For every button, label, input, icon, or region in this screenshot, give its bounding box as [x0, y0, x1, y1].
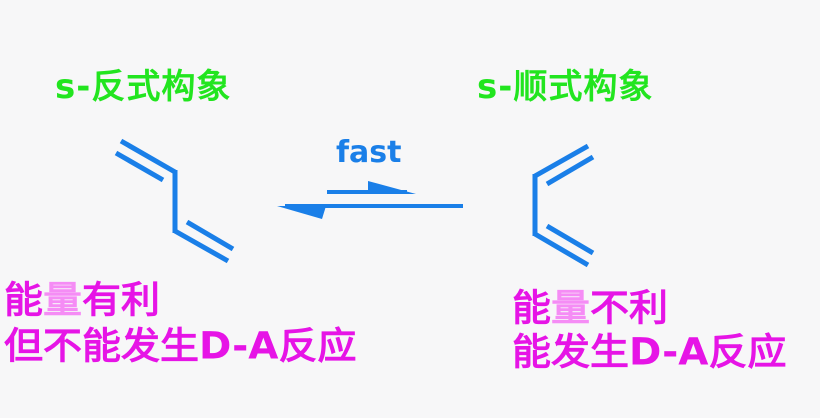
s-trans-title: s-反式构象 [55, 67, 232, 107]
bond [533, 231, 590, 268]
note-text: 不利 [590, 287, 669, 330]
note-text: 能 [512, 287, 552, 330]
bond [119, 138, 177, 175]
bond [533, 143, 590, 179]
s-cis-energy-note: 能量不利 [512, 290, 668, 327]
s-trans-energy-note: 能量有利 [4, 282, 160, 319]
bond [545, 223, 595, 256]
s-trans-butadiene [114, 138, 235, 264]
note-text: 能 [4, 279, 44, 322]
s-cis-butadiene [532, 143, 595, 268]
bond [173, 228, 230, 264]
bond [185, 219, 235, 252]
equilibrium-arrows [277, 181, 463, 219]
note-text: 有利 [82, 279, 161, 322]
s-cis-title: s-顺式构象 [477, 67, 654, 107]
forward-arrow [327, 181, 416, 194]
note-highlight: 量 [551, 287, 591, 330]
s-cis-reaction-note: 能发生D-A反应 [512, 331, 787, 374]
note-highlight: 量 [43, 279, 83, 322]
s-trans-reaction-note: 但不能发生D-A反应 [4, 325, 357, 368]
bond [114, 150, 165, 183]
bond [545, 154, 595, 187]
fast-label: fast [336, 135, 402, 170]
reverse-arrow [277, 204, 463, 219]
